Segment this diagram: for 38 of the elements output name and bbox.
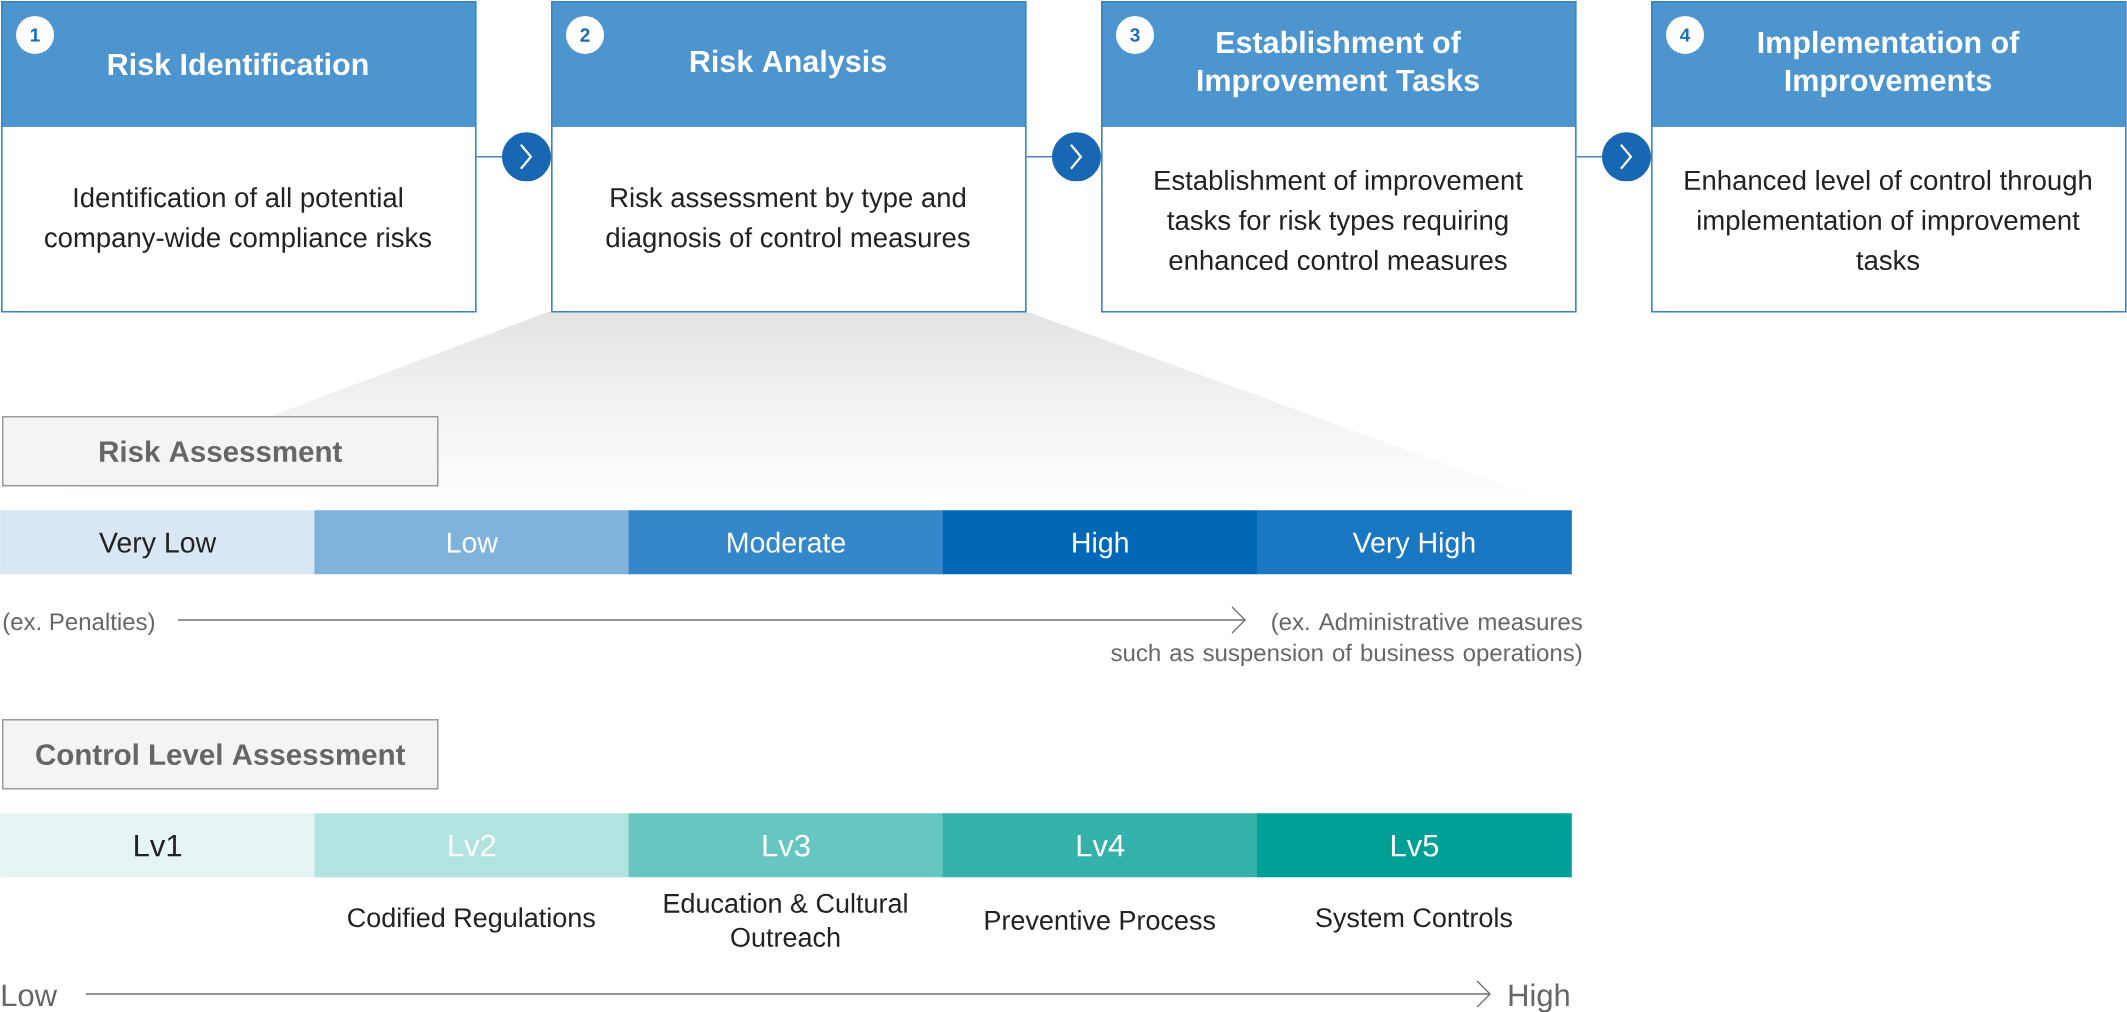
- step-card: [1101, 1, 1577, 313]
- section-tab: Control Level Assessment: [2, 719, 439, 790]
- step-description: Enhanced level of control through implementation of improvement tasks: [1685, 169, 2091, 271]
- step-card: [551, 1, 1027, 313]
- control-level-segment: Lv3: [628, 813, 944, 878]
- control-level-segment: Lv2: [314, 813, 630, 878]
- step-title: Risk Identification: [108, 52, 368, 76]
- scale-note: (ex. Penalties): [3, 612, 155, 635]
- scale-end-label: Low: [2, 984, 58, 1007]
- level-description: System Controls: [1316, 907, 1512, 933]
- scale-note: (ex. Administrative measures such as suspension of business operations): [1111, 612, 1582, 667]
- risk-level-segment: Low: [314, 510, 630, 575]
- step-card: [1651, 1, 2127, 313]
- step-title: Establishment of Improvement Tasks: [1197, 30, 1479, 98]
- step-description: Establishment of improvement tasks for risk types requiring enhanced control measures: [1155, 169, 1523, 271]
- risk-level-segment: High: [942, 510, 1258, 575]
- control-level-segment: Lv5: [1257, 813, 1572, 878]
- risk-level-segment: Moderate: [628, 510, 944, 575]
- control-level-segment: Lv1: [0, 813, 315, 878]
- number-badge: 3: [1116, 16, 1154, 54]
- step-title: Risk Analysis: [690, 49, 886, 79]
- step-description: Risk assessment by type and diagnosis of control measures: [606, 187, 970, 253]
- step-card: [1, 1, 477, 313]
- chevron-arrow: [476, 132, 551, 182]
- level-description: Education & Cultural Outreach: [664, 893, 907, 947]
- risk-level-segment: Very High: [1257, 510, 1572, 575]
- step-description: Identification of all potential company-wide compliance risks: [45, 187, 431, 253]
- level-description: Preventive Process: [985, 910, 1215, 930]
- step-title: Implementation of Improvements: [1758, 30, 2020, 98]
- chevron-arrow: [1576, 132, 1651, 182]
- control-level-segment: Lv4: [942, 813, 1258, 878]
- level-description: Codified Regulations: [348, 907, 595, 933]
- scale-end-label: High: [1509, 983, 1569, 1012]
- chevron-arrow: [1026, 132, 1101, 182]
- risk-level-segment: Very Low: [0, 510, 315, 575]
- number-badge: 2: [566, 16, 604, 54]
- number-badge: 1: [16, 16, 54, 54]
- number-badge: 4: [1666, 16, 1704, 54]
